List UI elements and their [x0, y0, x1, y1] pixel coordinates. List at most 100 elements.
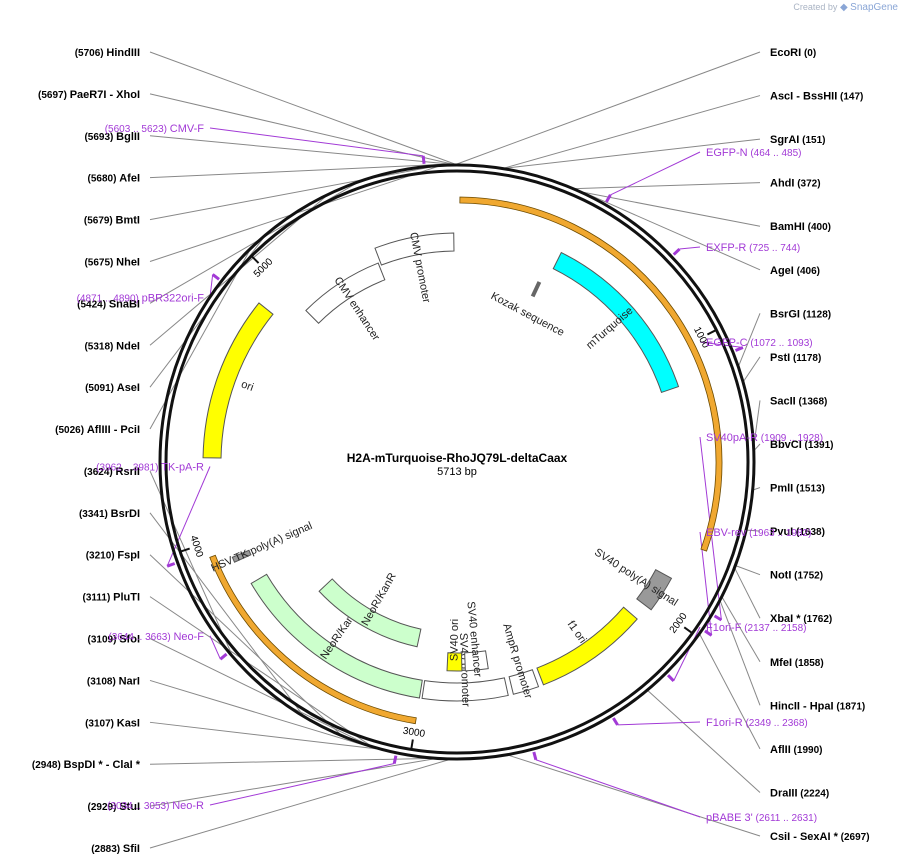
primer-mark-egfp-n	[605, 194, 612, 203]
enzyme-right-label-13: XbaI * (1762)	[770, 613, 832, 625]
enzyme-right-leader-13	[734, 568, 761, 619]
primer-mark-pbabe-3-	[532, 751, 538, 761]
primer-mark-exfp-r	[672, 247, 681, 256]
sv40-promoter-label: SV40 promoter	[457, 633, 472, 708]
enzyme-right-name: AscI	[770, 91, 793, 103]
enzyme-left-name2: - PciI	[111, 424, 140, 436]
primer-mark-tk-pa-r	[166, 562, 176, 568]
primer-label-ebv-rev: EBV-rev (1963 .. 1982)	[706, 527, 811, 539]
enzyme-left-position: (5680)	[88, 174, 120, 185]
enzyme-left-name2: - XhoI	[106, 89, 140, 101]
primer-label-cmv-f: (5603 .. 5623) CMV-F	[105, 123, 205, 135]
enzyme-right-position: (1368)	[796, 396, 828, 407]
plasmid-backbone	[158, 163, 756, 761]
enzyme-left-leader-16	[149, 163, 447, 179]
cmv-promoter-feature	[374, 232, 455, 266]
enzyme-right-position: (1752)	[791, 571, 823, 582]
primer-position: (3034 .. 3053)	[107, 801, 172, 812]
created-by-text: Created by	[793, 2, 838, 12]
enzyme-left-position: (3109)	[88, 635, 120, 646]
enzyme-left-position: (3108)	[87, 676, 119, 687]
enzyme-right-name: HincII	[770, 700, 800, 712]
enzyme-left-name: FspI	[117, 550, 140, 562]
enzyme-right-position: (1128)	[800, 309, 831, 320]
primer-position: (4871 .. 4890)	[77, 293, 142, 304]
enzyme-right-position: (2697)	[838, 832, 870, 843]
tick-mark-3000	[410, 739, 414, 750]
enzyme-left-name2: - ClaI *	[103, 759, 141, 771]
enzyme-left-label-19: (5706) HindIII	[75, 47, 140, 59]
enzyme-left-position: (3107)	[85, 718, 117, 729]
primer-mark-cmv-f	[421, 155, 426, 164]
enzyme-right-position: (1858)	[792, 658, 824, 669]
tick-mark-2000	[683, 626, 693, 634]
primer-leader-7	[535, 759, 701, 818]
enzyme-left-position: (2883)	[91, 844, 123, 855]
sv40-ori-feature	[446, 652, 463, 672]
enzyme-left-name: SfiI	[123, 843, 140, 855]
primer-label-f1ori-r: F1ori-R (2349 .. 2368)	[706, 717, 808, 729]
enzyme-left-name: NarI	[119, 675, 140, 687]
enzyme-right-name: BsrGI	[770, 308, 800, 320]
snapgene-name: SnapGene	[850, 2, 898, 13]
plasmid-size: 5713 bp	[437, 466, 477, 478]
enzyme-left-position: (5424)	[77, 299, 109, 310]
enzyme-left-label-0: (2883) SfiI	[91, 843, 140, 855]
primer-name: EXFP-R	[706, 242, 746, 254]
enzyme-left-position: (5318)	[84, 341, 116, 352]
enzyme-left-position: (5693)	[84, 132, 116, 143]
primer-label-neo-r: (3034 .. 3053) Neo-R	[107, 800, 204, 812]
enzyme-left-name: BmtI	[116, 215, 140, 227]
enzyme-right-name: DraIII	[770, 787, 798, 799]
enzyme-left-name: SfoI	[119, 634, 140, 646]
tick-label-2000: 2000	[668, 611, 690, 636]
tick-label-4000: 4000	[188, 534, 205, 559]
enzyme-left-name: HindIII	[106, 47, 140, 59]
f1-ori-feature	[536, 606, 638, 686]
enzyme-left-name: AfeI	[119, 173, 140, 185]
primer-mark-pbr322ori-f	[211, 273, 220, 281]
enzyme-right-label-0: EcoRI (0)	[770, 47, 816, 59]
enzyme-right-name: BbvCI	[770, 439, 802, 451]
enzyme-right-name: AflII	[770, 744, 791, 756]
enzyme-left-position: (3111)	[83, 593, 114, 604]
sv40-enhancer-feature	[464, 650, 489, 672]
enzyme-right-leader-6	[738, 313, 761, 366]
tick-mark-1000	[706, 329, 717, 336]
enzyme-left-position: (3624)	[84, 467, 116, 478]
primer-name: EGFP-C	[706, 337, 748, 349]
enzyme-left-label-13: (5424) SnaBI	[77, 298, 140, 310]
enzyme-right-position: (2224)	[798, 788, 830, 799]
enzyme-left-position: (2929)	[88, 802, 120, 813]
primer-name: EGFP-N	[706, 147, 748, 159]
primer-mark-egfp-c	[734, 346, 744, 352]
enzyme-right-leader-14	[721, 597, 761, 663]
enzyme-right-label-9: BbvCI (1391)	[770, 439, 833, 451]
primer-mark-ebv-rev	[704, 629, 713, 637]
enzyme-left-position: (5675)	[84, 257, 116, 268]
enzyme-left-name: AflIII	[87, 424, 111, 436]
enzyme-left-name: NdeI	[116, 340, 140, 352]
primer-name: TK-pA-R	[161, 462, 204, 474]
enzyme-left-name: SnaBI	[109, 298, 140, 310]
primer-leader-6	[617, 721, 701, 726]
enzyme-left-name: NheI	[116, 256, 140, 268]
enzyme-left-label-15: (5679) BmtI	[84, 215, 140, 227]
primer-name: EBV-rev	[706, 527, 747, 539]
enzyme-right-label-14: MfeI (1858)	[770, 657, 824, 669]
primer-position: (1909 .. 1928)	[758, 433, 823, 444]
primer-mark-sv40pa-r	[713, 614, 723, 622]
primer-position: (2349 .. 2368)	[743, 718, 808, 729]
enzyme-right-label-11: PvuI (1638)	[770, 526, 825, 538]
plasmid-name: H2A-mTurquoise-RhoJQ79L-deltaCaax	[347, 451, 568, 465]
backbone-outer-ring	[158, 163, 756, 761]
primer-position: (2611 .. 2631)	[753, 813, 817, 824]
enzyme-left-label-4: (3108) NarI	[87, 675, 140, 687]
primer-position: (3644 .. 3663)	[108, 632, 173, 643]
enzyme-right-name2: - HpaI	[800, 700, 834, 712]
enzyme-right-name: PmlI	[770, 483, 793, 495]
enzyme-right-label-6: BsrGI (1128)	[770, 308, 831, 320]
enzyme-right-position: (400)	[805, 222, 831, 233]
mturquoise-feature	[552, 251, 680, 394]
